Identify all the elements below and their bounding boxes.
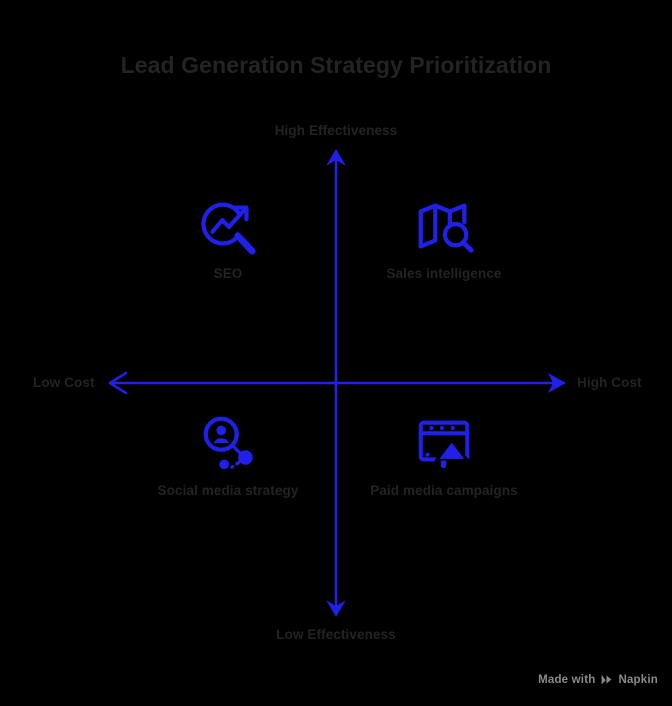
napkin-logo-icon	[600, 673, 613, 686]
quadrant-item-label: Paid media campaigns	[370, 483, 518, 498]
magnifier-person-network-icon	[123, 407, 333, 479]
watermark: Made with Napkin	[538, 673, 658, 686]
quadrant-item-social-media-strategy[interactable]: Social media strategy	[123, 407, 333, 498]
quadrant-item-label: Sales intelligence	[386, 266, 502, 281]
axis-label-low-effectiveness: Low Effectiveness	[276, 627, 396, 642]
page-title: Lead Generation Strategy Prioritization	[120, 52, 552, 78]
watermark-prefix: Made with	[538, 673, 596, 686]
watermark-brand: Napkin	[618, 673, 658, 686]
axis-label-high-effectiveness: High Effectiveness	[274, 123, 398, 138]
axis-label-low-cost: Low Cost	[33, 375, 95, 390]
quadrant-item-label: Social media strategy	[157, 483, 299, 498]
map-magnifier-icon	[339, 190, 549, 262]
quadrant-item-seo[interactable]: SEO	[123, 190, 333, 281]
media-frame-megaphone-icon	[339, 407, 549, 479]
axis-label-high-cost: High Cost	[577, 375, 642, 390]
magnifier-trend-arrow-icon	[123, 190, 333, 262]
quadrant-item-label: SEO	[213, 266, 243, 281]
quadrant-item-paid-media-campaigns[interactable]: Paid media campaigns	[339, 407, 549, 498]
quadrant-item-sales-intelligence[interactable]: Sales intelligence	[339, 190, 549, 281]
